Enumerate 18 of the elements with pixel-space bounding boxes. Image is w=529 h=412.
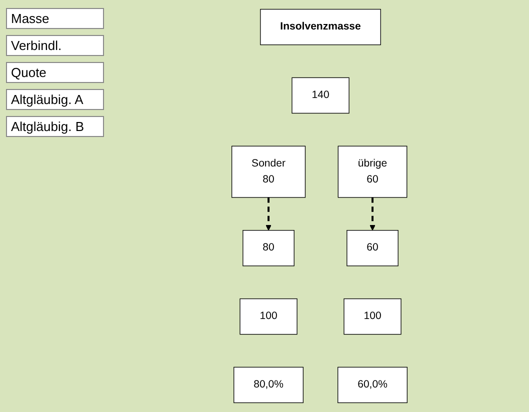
node-box bbox=[260, 8, 381, 46]
arrow bbox=[370, 197, 376, 231]
node-box bbox=[338, 366, 408, 404]
text-label: Verbindl. bbox=[6, 35, 104, 56]
node-box bbox=[346, 230, 398, 266]
node-box bbox=[242, 230, 294, 266]
arrow bbox=[266, 197, 272, 231]
node-box bbox=[234, 366, 304, 404]
text-label: Masse bbox=[6, 8, 104, 29]
node-box bbox=[231, 146, 306, 198]
text-label: Quote bbox=[6, 62, 104, 83]
node-box bbox=[240, 298, 298, 335]
text-label: Altgläubig. A bbox=[6, 89, 104, 110]
node-box bbox=[292, 77, 350, 114]
diagram: Insolvenzmasse 140 Sonder 80 übrige 60 80 100 80,0% 60 100 60,0% bbox=[110, 4, 529, 408]
text-label: Altgläubig. B bbox=[6, 116, 104, 137]
node-box bbox=[344, 298, 402, 335]
node-box bbox=[338, 146, 408, 198]
